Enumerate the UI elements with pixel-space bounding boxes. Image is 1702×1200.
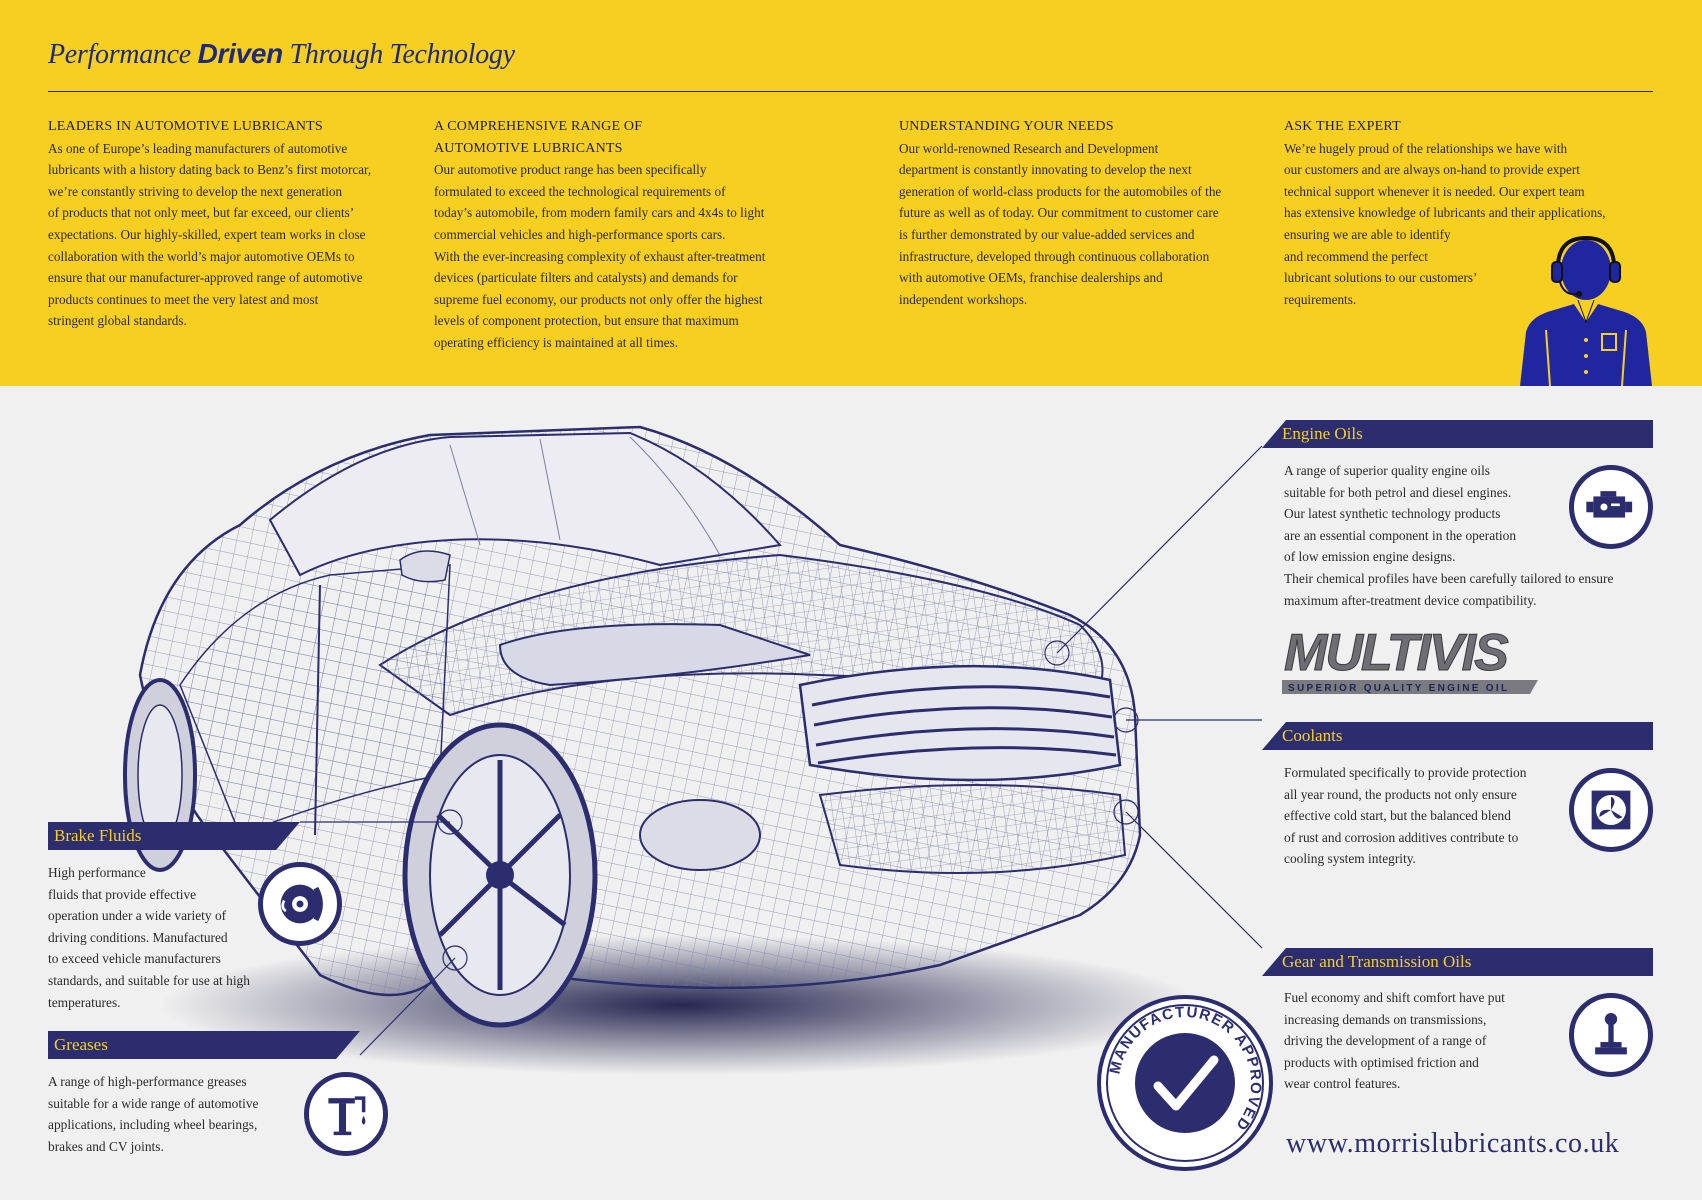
column-text: Our world-renowned Research and Developm…: [899, 140, 1222, 307]
headset-agent-icon: [1520, 235, 1652, 386]
coolants-text: Formulated specifically to provide prote…: [1284, 765, 1527, 867]
column-text: We’re hugely proud of the relationships …: [1284, 140, 1606, 307]
page-title: Performance Driven Through Technology: [48, 38, 515, 70]
website-url: www.morrislubricants.co.uk: [1286, 1128, 1620, 1159]
column-text: Our automotive product range has been sp…: [434, 162, 766, 350]
column-text: As one of Europe’s leading manufacturers…: [48, 140, 372, 329]
grease-gun-icon: [304, 1072, 388, 1156]
approved-check-icon: MANUFACTURER APPROVED: [1097, 995, 1273, 1171]
car-wireframe-illustration: [123, 425, 1200, 1075]
column-leaders: LEADERS IN AUTOMOTIVE LUBRICANTS As one …: [48, 116, 420, 332]
column-expert: ASK THE EXPERT We’re hugely proud of the…: [1284, 116, 1654, 310]
column-heading: ASK THE EXPERT: [1284, 119, 1401, 134]
brake-disc-icon: [258, 862, 342, 946]
title-divider: [48, 91, 1653, 92]
engine-oils-heading: Engine Oils: [1262, 420, 1653, 448]
greases-heading: Greases: [48, 1031, 360, 1059]
column-heading: UNDERSTANDING YOUR NEEDS: [899, 119, 1114, 134]
radiator-fan-icon: [1569, 768, 1653, 852]
intro-panel: [0, 0, 1702, 386]
svg-text:SUPERIOR QUALITY ENGINE OIL: SUPERIOR QUALITY ENGINE OIL: [1288, 683, 1509, 694]
brake-fluids-heading: Brake Fluids: [48, 822, 300, 850]
engine-icon: [1569, 465, 1653, 549]
coolants-heading: Coolants: [1262, 722, 1653, 750]
multivis-logo: MULTIVIS SUPERIOR QUALITY ENGINE OIL: [1282, 624, 1538, 694]
column-needs: UNDERSTANDING YOUR NEEDS Our world-renow…: [899, 116, 1269, 310]
gear-stick-icon: [1569, 993, 1653, 1077]
column-heading: LEADERS IN AUTOMOTIVE LUBRICANTS: [48, 119, 323, 134]
svg-text:MULTIVIS: MULTIVIS: [1284, 624, 1509, 682]
gear-oils-heading: Gear and Transmission Oils: [1262, 948, 1653, 976]
